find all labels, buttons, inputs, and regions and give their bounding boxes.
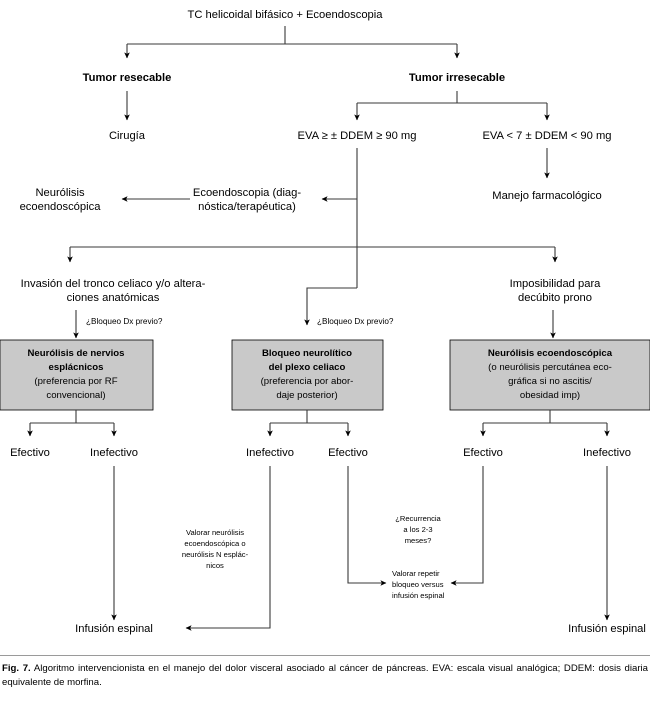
node-cirugia-label: Cirugía [109,130,146,142]
edge-efectivo2-to-valorar-repetir [347,466,387,586]
box3-line1: Neurólisis ecoendoscópica [488,348,613,359]
node-tumor-irresecable-label: Tumor irresecable [409,72,505,84]
edge-label-bloqueo-dx-left: ¿Bloqueo Dx previo? [86,317,163,326]
box1-line3: (preferencia por RF [34,376,117,387]
box1-line1: Neurólisis de nervios [27,348,124,359]
annotation-valorar-repetir-line2-italic: versus [421,580,444,589]
node-ecoendoscopia-line2: nóstica/terapéutica) [198,201,296,213]
annotation-valorar-neurolisis-line1: Valorar neurólisis [186,528,244,537]
caption-paragraph: Fig. 7. Algoritmo intervencionista en el… [0,662,650,689]
annotation-valorar-repetir-line1: Valorar repetir [392,569,440,578]
node-imposibilidad-line1: Imposibilidad para [510,278,602,290]
node-root-label: TC helicoidal bifásico + Ecoendoscopia [188,9,384,21]
outcome-box1-right: Inefectivo [90,447,138,459]
box3-line2: (o neurólisis percutánea eco- [488,362,612,373]
node-tumor-resecable-label: Tumor resecable [83,72,172,84]
annotation-recurrencia-line2: a los 2-3 [403,525,432,534]
outcome-box3-right: Inefectivo [583,447,631,459]
outcome-box3-left: Efectivo [463,447,503,459]
node-invasion-line1: Invasión del tronco celiaco y/o altera- [21,278,206,290]
caption-divider [0,655,650,656]
node-invasion-line2: ciones anatómicas [67,292,160,304]
treatment-box-bloqueo-neurolitico-plexo-celiaco[interactable] [231,339,384,411]
node-neurolisis-eco-line2: ecoendoscópica [20,201,102,213]
annotation-recurrencia-line1: ¿Recurrencia [395,514,441,523]
box2-line2: del plexo celiaco [269,362,346,373]
annotation-valorar-repetir-line2: bloqueo versus [392,580,444,589]
outcome-box2-right: Efectivo [328,447,368,459]
caption-figure-label: Fig. 7. [2,663,31,674]
caption-figure-text: Algoritmo intervencionista en el manejo … [2,663,648,688]
box3-line4: obesidad imp) [520,390,580,401]
flowchart-canvas: TC helicoidal bifásico + Ecoendoscopia T… [0,9,650,635]
treatment-box-neurolisis-ecoendoscopica[interactable] [449,339,650,411]
box2-line3: (preferencia por abor- [261,376,354,387]
annotation-recurrencia-line3: meses? [405,536,432,545]
edge-inefectivo2-to-infusion [185,466,271,631]
box1-line4: convencional) [46,390,105,401]
box2-line4: daje posterior) [276,390,337,401]
edge-label-bloqueo-dx-mid: ¿Bloqueo Dx previo? [317,317,394,326]
outcome-box2-left: Inefectivo [246,447,294,459]
node-neurolisis-eco-line1: Neurólisis [35,187,85,199]
box2-line1: Bloqueo neurolítico [262,348,352,359]
endpoint-infusion-espinal-right: Infusión espinal [568,623,646,635]
annotation-valorar-neurolisis-line4: nicos [206,561,224,570]
node-eva-bajo-label: EVA < 7 ± DDEM < 90 mg [482,130,611,142]
annotation-valorar-repetir-line2-pre: bloqueo [392,580,421,589]
endpoint-infusion-espinal-left: Infusión espinal [75,623,153,635]
edge-efectivo3-to-valorar-repetir [450,466,484,586]
outcome-box1-left: Efectivo [10,447,50,459]
box1-line2: esplácnicos [49,362,104,373]
node-eva-alto-label: EVA ≥ ± DDEM ≥ 90 mg [298,130,417,142]
node-manejo-farmacologico-label: Manejo farmacológico [492,190,601,202]
annotation-valorar-neurolisis-line3: neurólisis N esplác- [182,550,249,559]
figure-caption: Fig. 7. Algoritmo intervencionista en el… [0,655,650,689]
edge-trunk-to-middle-box [304,287,357,326]
node-imposibilidad-line2: decúbito prono [518,292,592,304]
annotation-valorar-neurolisis-line2: ecoendoscópica o [184,539,245,548]
box3-line3: gráfica si no ascitis/ [508,376,592,387]
node-ecoendoscopia-line1: Ecoendoscopia (diag- [193,187,301,199]
annotation-valorar-repetir-line3: infusión espinal [392,591,445,600]
